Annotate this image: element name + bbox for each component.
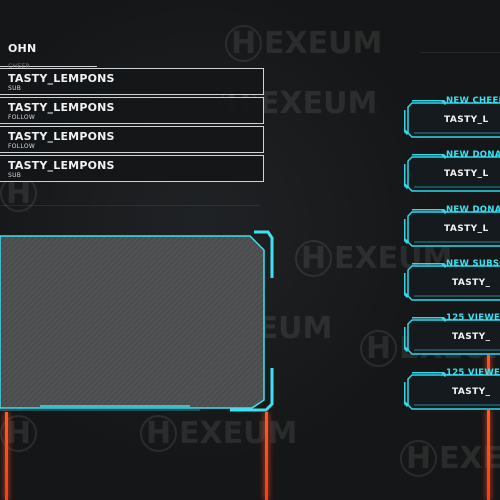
alert-frame xyxy=(404,372,500,410)
event-name: TASTY_LEMPONS xyxy=(8,130,115,143)
event-name: TASTY_LEMPONS xyxy=(8,72,115,85)
alert-frame xyxy=(404,100,500,138)
watermark: H xyxy=(0,415,39,452)
alert-username: TASTY_L xyxy=(444,224,489,234)
event-name: TASTY_LEMPONS xyxy=(8,101,115,114)
event-type: CHEER xyxy=(8,63,30,70)
watermark: H xyxy=(0,175,39,212)
alert-username: TASTY_L xyxy=(444,169,489,179)
alert-title: 125 VIEWER xyxy=(446,368,500,378)
event-type: FOLLOW xyxy=(8,114,36,121)
accent-bar xyxy=(5,412,8,500)
alert-box: NEW DONATI TASTY_L xyxy=(404,150,500,194)
alert-title: 125 VIEWER xyxy=(446,313,500,323)
alert-frame xyxy=(404,209,500,247)
event-type: SUB xyxy=(8,85,22,92)
accent-bar xyxy=(265,412,268,500)
alert-username: TASTY_ xyxy=(452,387,491,397)
webcam-frame xyxy=(0,230,274,412)
accent-bar xyxy=(487,355,490,383)
event-row: TASTY_LEMPONS FOLLOW xyxy=(0,97,264,124)
event-type: FOLLOW xyxy=(8,143,36,150)
divider xyxy=(420,52,500,53)
event-row: TASTY_LEMPONS SUB xyxy=(0,155,264,182)
divider xyxy=(0,205,260,206)
alert-title: NEW DONATI xyxy=(446,150,500,160)
alert-box: NEW SUBSC TASTY_ xyxy=(404,259,500,303)
event-row: TASTY_LEMPONS FOLLOW xyxy=(0,126,264,153)
event-row-header: OHN CHEER xyxy=(0,40,97,70)
alert-username: TASTY_ xyxy=(452,278,491,288)
event-type: SUB xyxy=(8,172,22,179)
alert-frame xyxy=(404,317,500,355)
alert-title: NEW SUBSC xyxy=(446,259,500,269)
alert-title: NEW DONATI xyxy=(446,205,500,215)
alert-box: 125 VIEWER TASTY_ xyxy=(404,368,500,412)
alert-box: NEW CHEER TASTY_L xyxy=(404,96,500,140)
alert-username: TASTY_ xyxy=(452,332,491,342)
event-name: TASTY_LEMPONS xyxy=(8,159,115,172)
event-name: OHN xyxy=(8,42,37,55)
alert-frame xyxy=(404,154,500,192)
event-row: TASTY_LEMPONS SUB xyxy=(0,68,264,95)
alert-title: NEW CHEER xyxy=(446,96,500,106)
alert-box: 125 VIEWER TASTY_ xyxy=(404,313,500,357)
alert-frame xyxy=(404,263,500,301)
alert-username: TASTY_L xyxy=(444,115,489,125)
accent-bar xyxy=(487,410,490,500)
alert-box: NEW DONATI TASTY_L xyxy=(404,205,500,249)
